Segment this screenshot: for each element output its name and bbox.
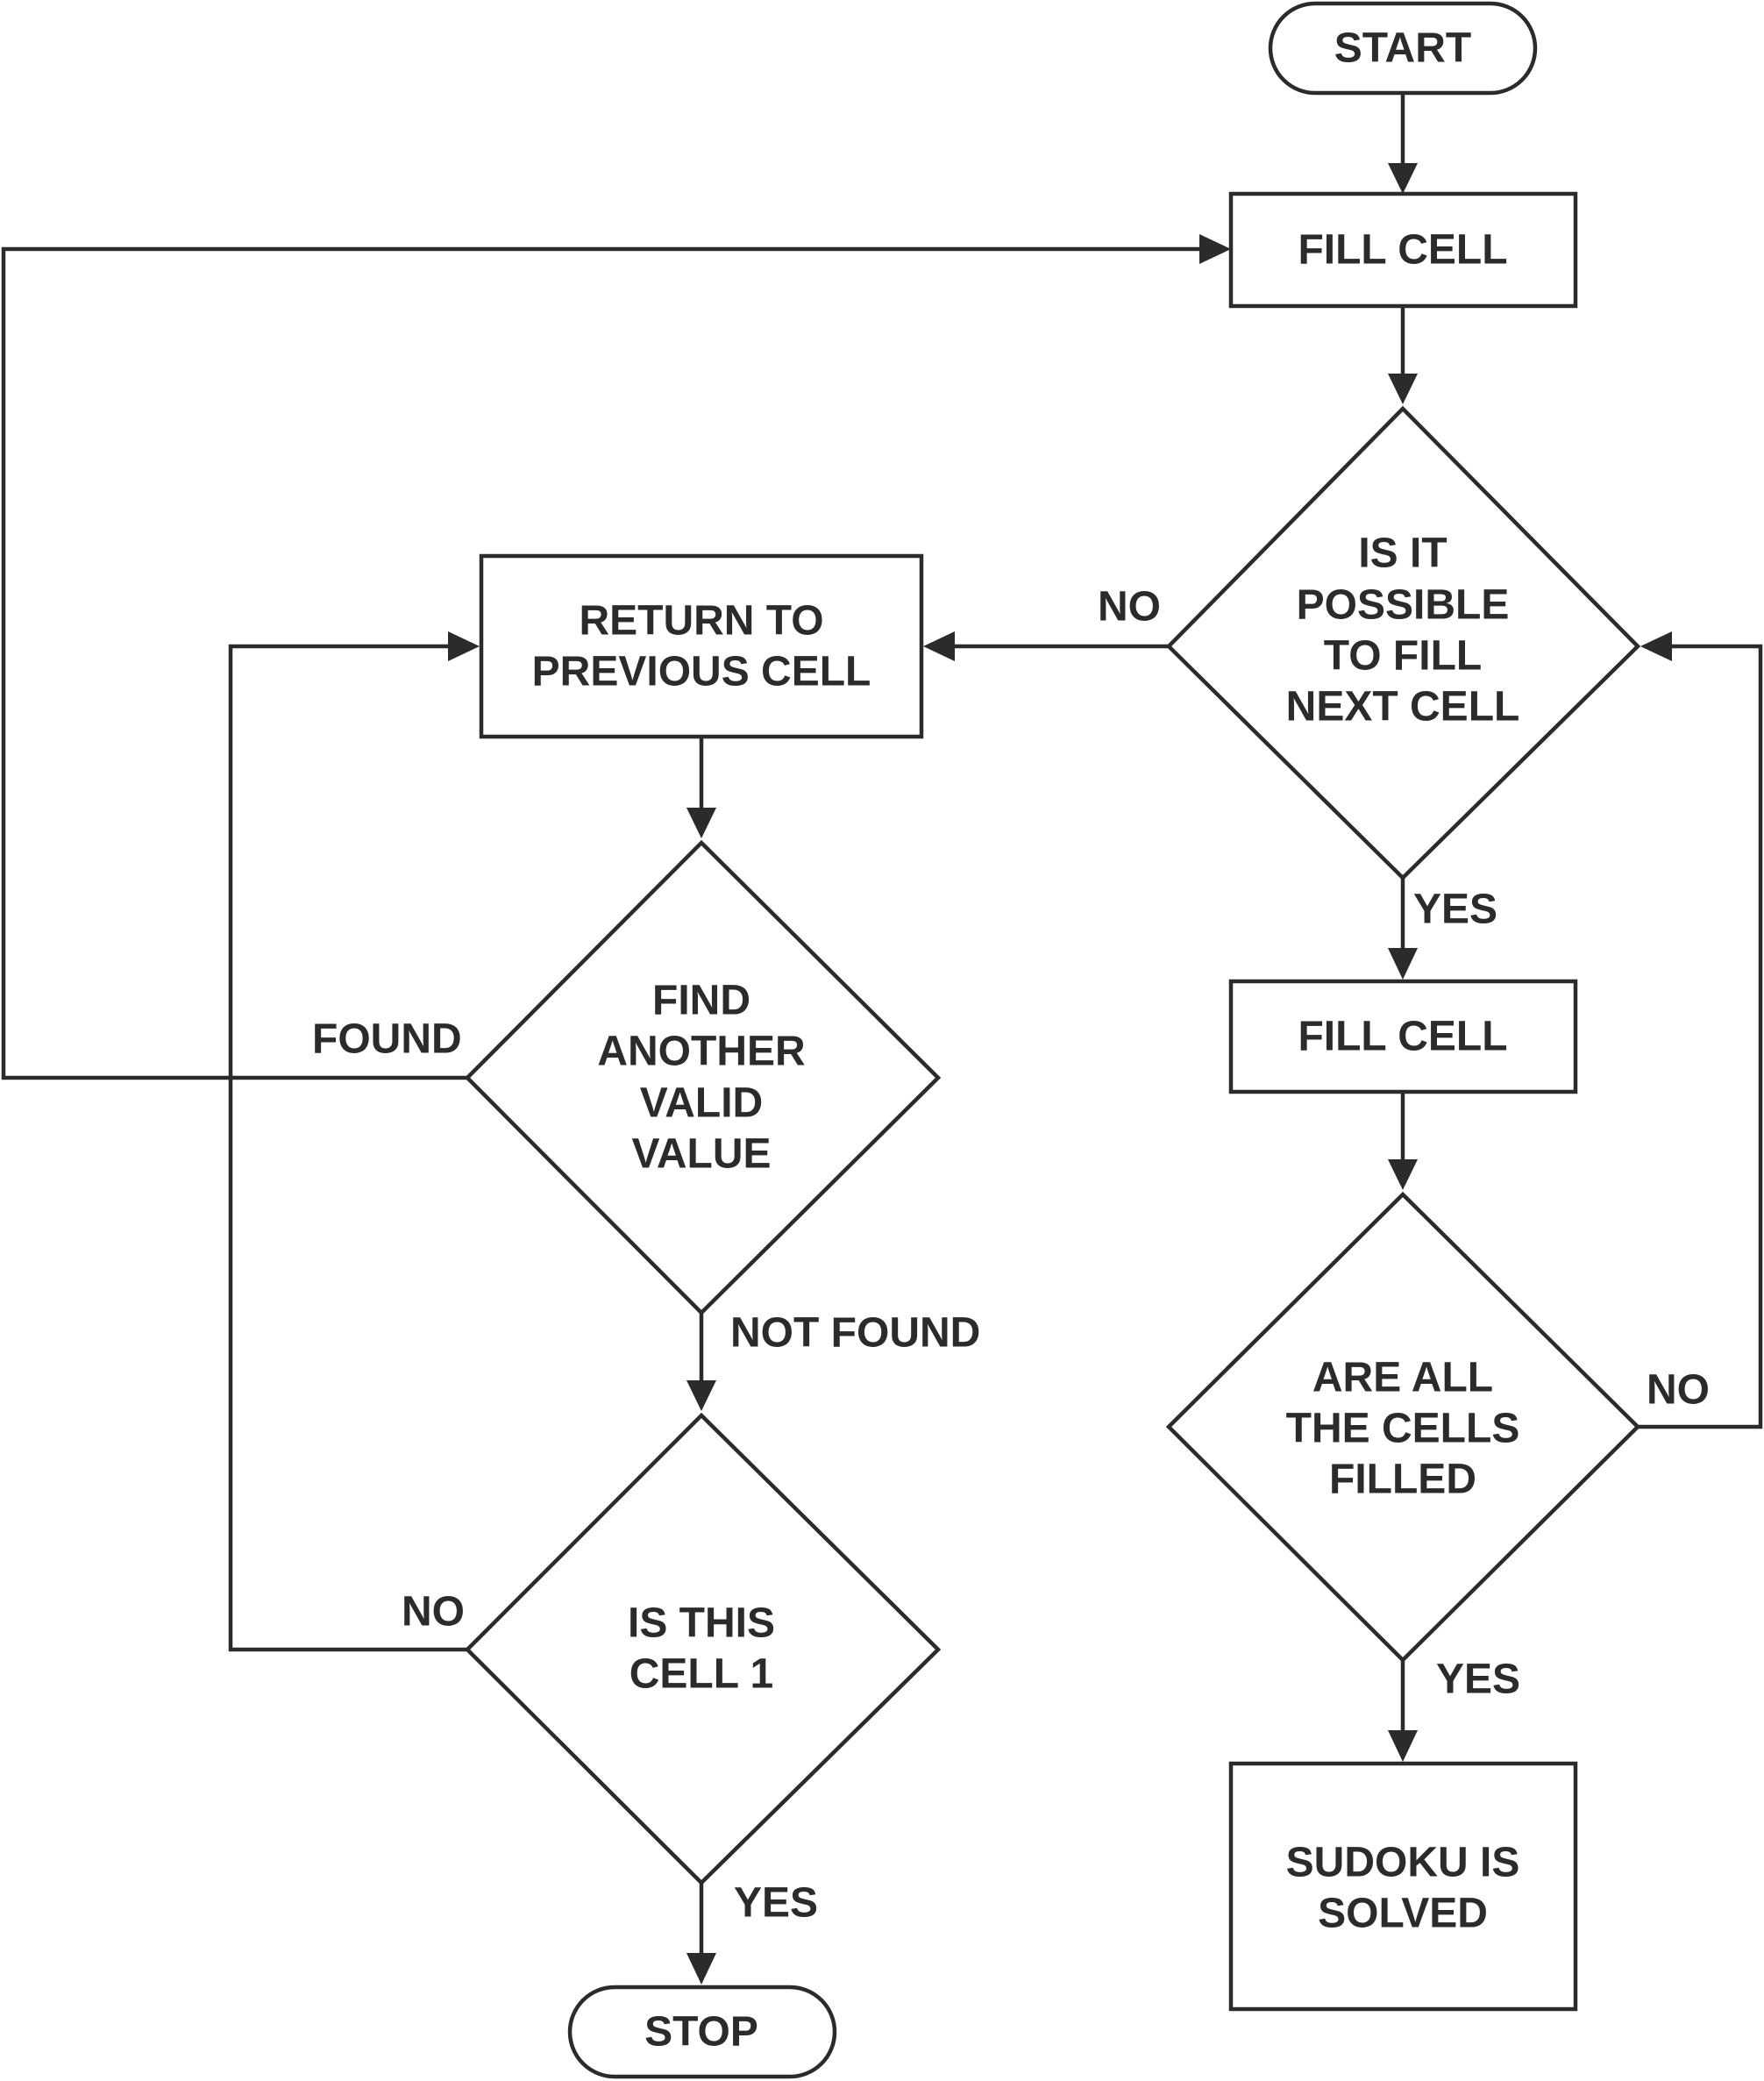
node-find-another-valid-value: FIND ANOTHER VALID VALUE bbox=[464, 839, 942, 1316]
node-label: ARE ALL bbox=[1312, 1355, 1493, 1401]
node-sudoku-solved: SUDOKU IS SOLVED bbox=[1228, 1761, 1578, 2012]
node-fill-cell-1: FILL CELL bbox=[1228, 191, 1578, 309]
node-label: PREVIOUS CELL bbox=[532, 649, 871, 695]
node-label: NEXT CELL bbox=[1286, 684, 1520, 730]
node-fill-cell-2: FILL CELL bbox=[1228, 979, 1578, 1094]
node-label: FILLED bbox=[1329, 1457, 1476, 1503]
edge-label-possible-no: NO bbox=[1098, 584, 1161, 631]
arrowhead bbox=[686, 808, 716, 838]
arrowhead bbox=[448, 631, 480, 661]
node-return-previous-cell: RETURN TO PREVIOUS CELL bbox=[479, 553, 924, 739]
arrowhead bbox=[1388, 1159, 1418, 1190]
node-label: START bbox=[1334, 25, 1471, 72]
node-label: RETURN TO bbox=[579, 598, 823, 645]
node-is-this-cell-1: IS THIS CELL 1 bbox=[464, 1412, 942, 1886]
arrowhead bbox=[1199, 234, 1231, 264]
arrowhead bbox=[1640, 631, 1672, 661]
node-label: ANOTHER bbox=[597, 1029, 805, 1075]
edge-label-all-filled-no: NO bbox=[1647, 1367, 1710, 1414]
edge-found-to-fill-cell bbox=[1, 246, 1203, 1080]
node-label: VALUE bbox=[631, 1131, 771, 1178]
node-label: STOP bbox=[644, 2009, 758, 2056]
node-label: CELL 1 bbox=[629, 1651, 773, 1698]
arrowhead bbox=[1388, 163, 1418, 194]
edge-label-possible-yes: YES bbox=[1413, 887, 1497, 933]
edge-all-filled-no-loop bbox=[1638, 644, 1763, 1429]
node-stop: STOP bbox=[567, 1985, 837, 2079]
node-label: VALID bbox=[640, 1080, 763, 1127]
edge-label-all-filled-yes: YES bbox=[1436, 1657, 1520, 1703]
node-possible-next-cell: IS IT POSSIBLE TO FILL NEXT CELL bbox=[1165, 405, 1641, 881]
edge-label-not-found: NOT FOUND bbox=[730, 1310, 980, 1357]
node-label: IS THIS bbox=[628, 1600, 775, 1647]
node-label: SOLVED bbox=[1318, 1891, 1488, 1937]
node-all-cells-filled: ARE ALL THE CELLS FILLED bbox=[1165, 1191, 1641, 1664]
node-label: FILL CELL bbox=[1298, 1014, 1507, 1060]
arrowhead bbox=[686, 1380, 716, 1411]
connectors bbox=[1, 93, 1763, 1985]
node-label: THE CELLS bbox=[1286, 1406, 1520, 1452]
edge-cell1-no-loop bbox=[228, 644, 467, 1652]
edge-label-cell1-yes: YES bbox=[734, 1880, 818, 1927]
arrowhead bbox=[923, 631, 955, 661]
node-label: SUDOKU IS bbox=[1286, 1840, 1520, 1886]
node-label: TO FILL bbox=[1324, 633, 1482, 680]
node-label: IS IT bbox=[1358, 531, 1447, 577]
node-label: FILL CELL bbox=[1298, 227, 1507, 274]
node-label: FIND bbox=[652, 978, 750, 1024]
arrowhead bbox=[1388, 374, 1418, 404]
edge-label-found: FOUND bbox=[312, 1016, 462, 1063]
arrowhead bbox=[1388, 1730, 1418, 1762]
node-start: START bbox=[1268, 1, 1538, 96]
arrowhead bbox=[686, 1953, 716, 1985]
edge-labels: NO YES FOUND NOT FOUND NO YES NO YES bbox=[312, 584, 1710, 1927]
edge-label-cell1-no: NO bbox=[402, 1589, 465, 1636]
arrowhead bbox=[1388, 948, 1418, 980]
node-label: POSSIBLE bbox=[1297, 582, 1510, 629]
